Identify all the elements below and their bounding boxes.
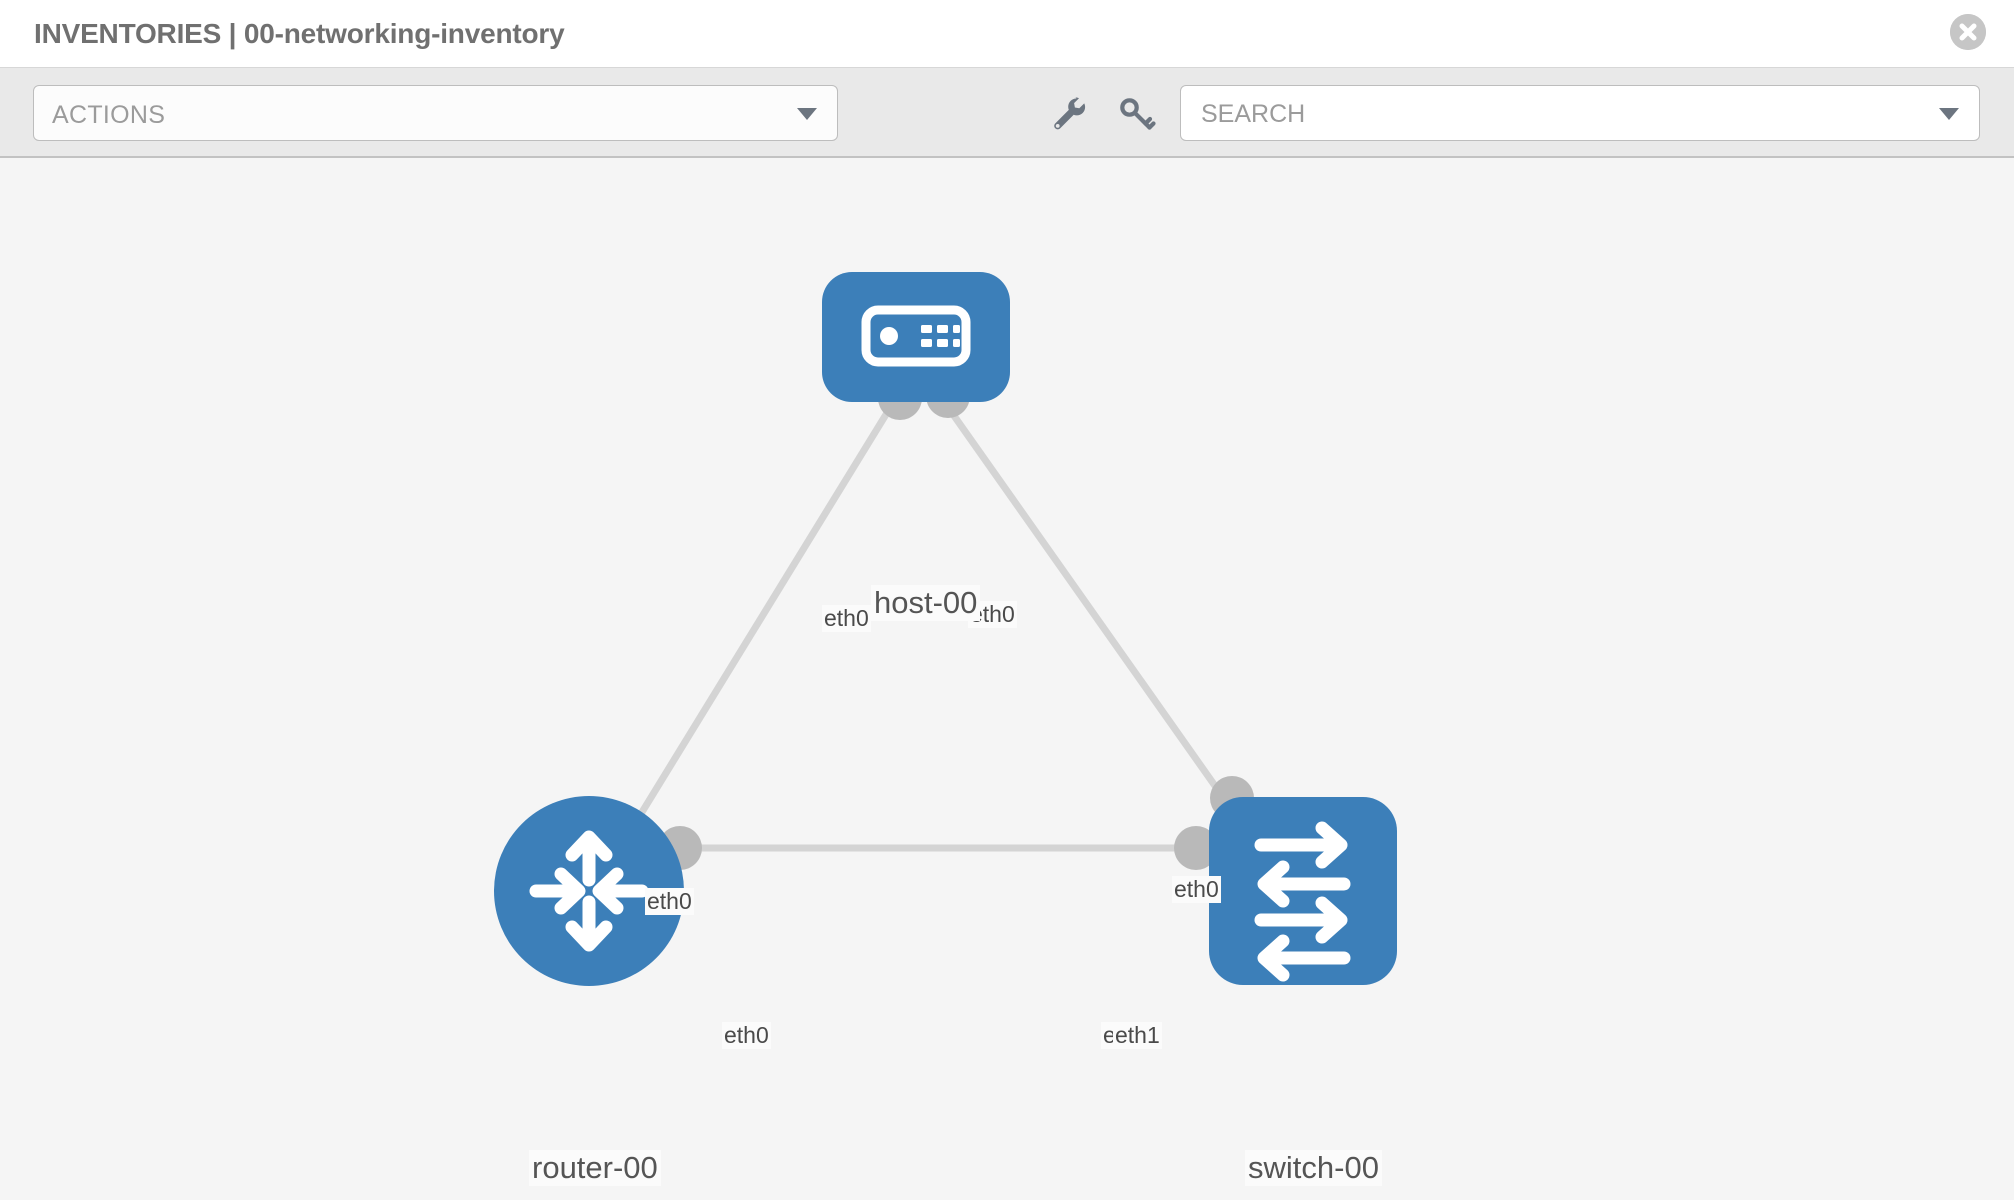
toolbar: ACTIONS xyxy=(0,68,2014,158)
edge-host-router xyxy=(609,401,896,863)
page-header: INVENTORIES | 00-networking-inventory xyxy=(0,0,2014,68)
edge-label-switch-eth-b: eth1 xyxy=(1113,1022,1162,1049)
close-icon[interactable] xyxy=(1950,14,1986,50)
topology-canvas[interactable]: eth0 eth0 host-00 eth0 eth0 router-00 et… xyxy=(0,158,2014,1200)
chevron-down-icon[interactable] xyxy=(1939,108,1959,120)
topology-graph xyxy=(494,272,1397,986)
page-title: INVENTORIES | 00-networking-inventory xyxy=(34,18,565,49)
switch-icon xyxy=(1254,821,1351,982)
server-icon xyxy=(861,305,971,367)
node-router-00[interactable] xyxy=(494,796,684,986)
node-switch-00[interactable] xyxy=(1209,797,1397,985)
edge-label-switch-eth-up: eth0 xyxy=(1172,876,1221,903)
node-label-host-00: host-00 xyxy=(871,585,981,621)
edge-group xyxy=(609,400,1271,864)
search-field[interactable] xyxy=(1180,85,1980,142)
edge-label-router-eth-up: eth0 xyxy=(645,888,694,915)
edge-host-switch xyxy=(942,400,1271,864)
actions-dropdown[interactable]: ACTIONS xyxy=(33,85,838,141)
stub-switch-left xyxy=(1174,826,1218,870)
chevron-down-icon xyxy=(797,108,817,120)
actions-dropdown-label: ACTIONS xyxy=(52,101,166,129)
router-icon xyxy=(529,830,649,952)
wrench-icon[interactable] xyxy=(1046,92,1090,136)
node-host-00[interactable] xyxy=(822,272,1010,402)
key-icon[interactable] xyxy=(1114,92,1158,136)
node-label-switch-00: switch-00 xyxy=(1245,1150,1382,1186)
search-input[interactable] xyxy=(1199,86,1923,142)
node-label-router-00: router-00 xyxy=(529,1150,661,1186)
server-icon-details xyxy=(880,325,960,347)
edge-label-router-eth-right: eth0 xyxy=(722,1022,771,1049)
edge-label-host-eth-left: eth0 xyxy=(822,605,871,632)
interface-stub-group xyxy=(658,374,1254,870)
